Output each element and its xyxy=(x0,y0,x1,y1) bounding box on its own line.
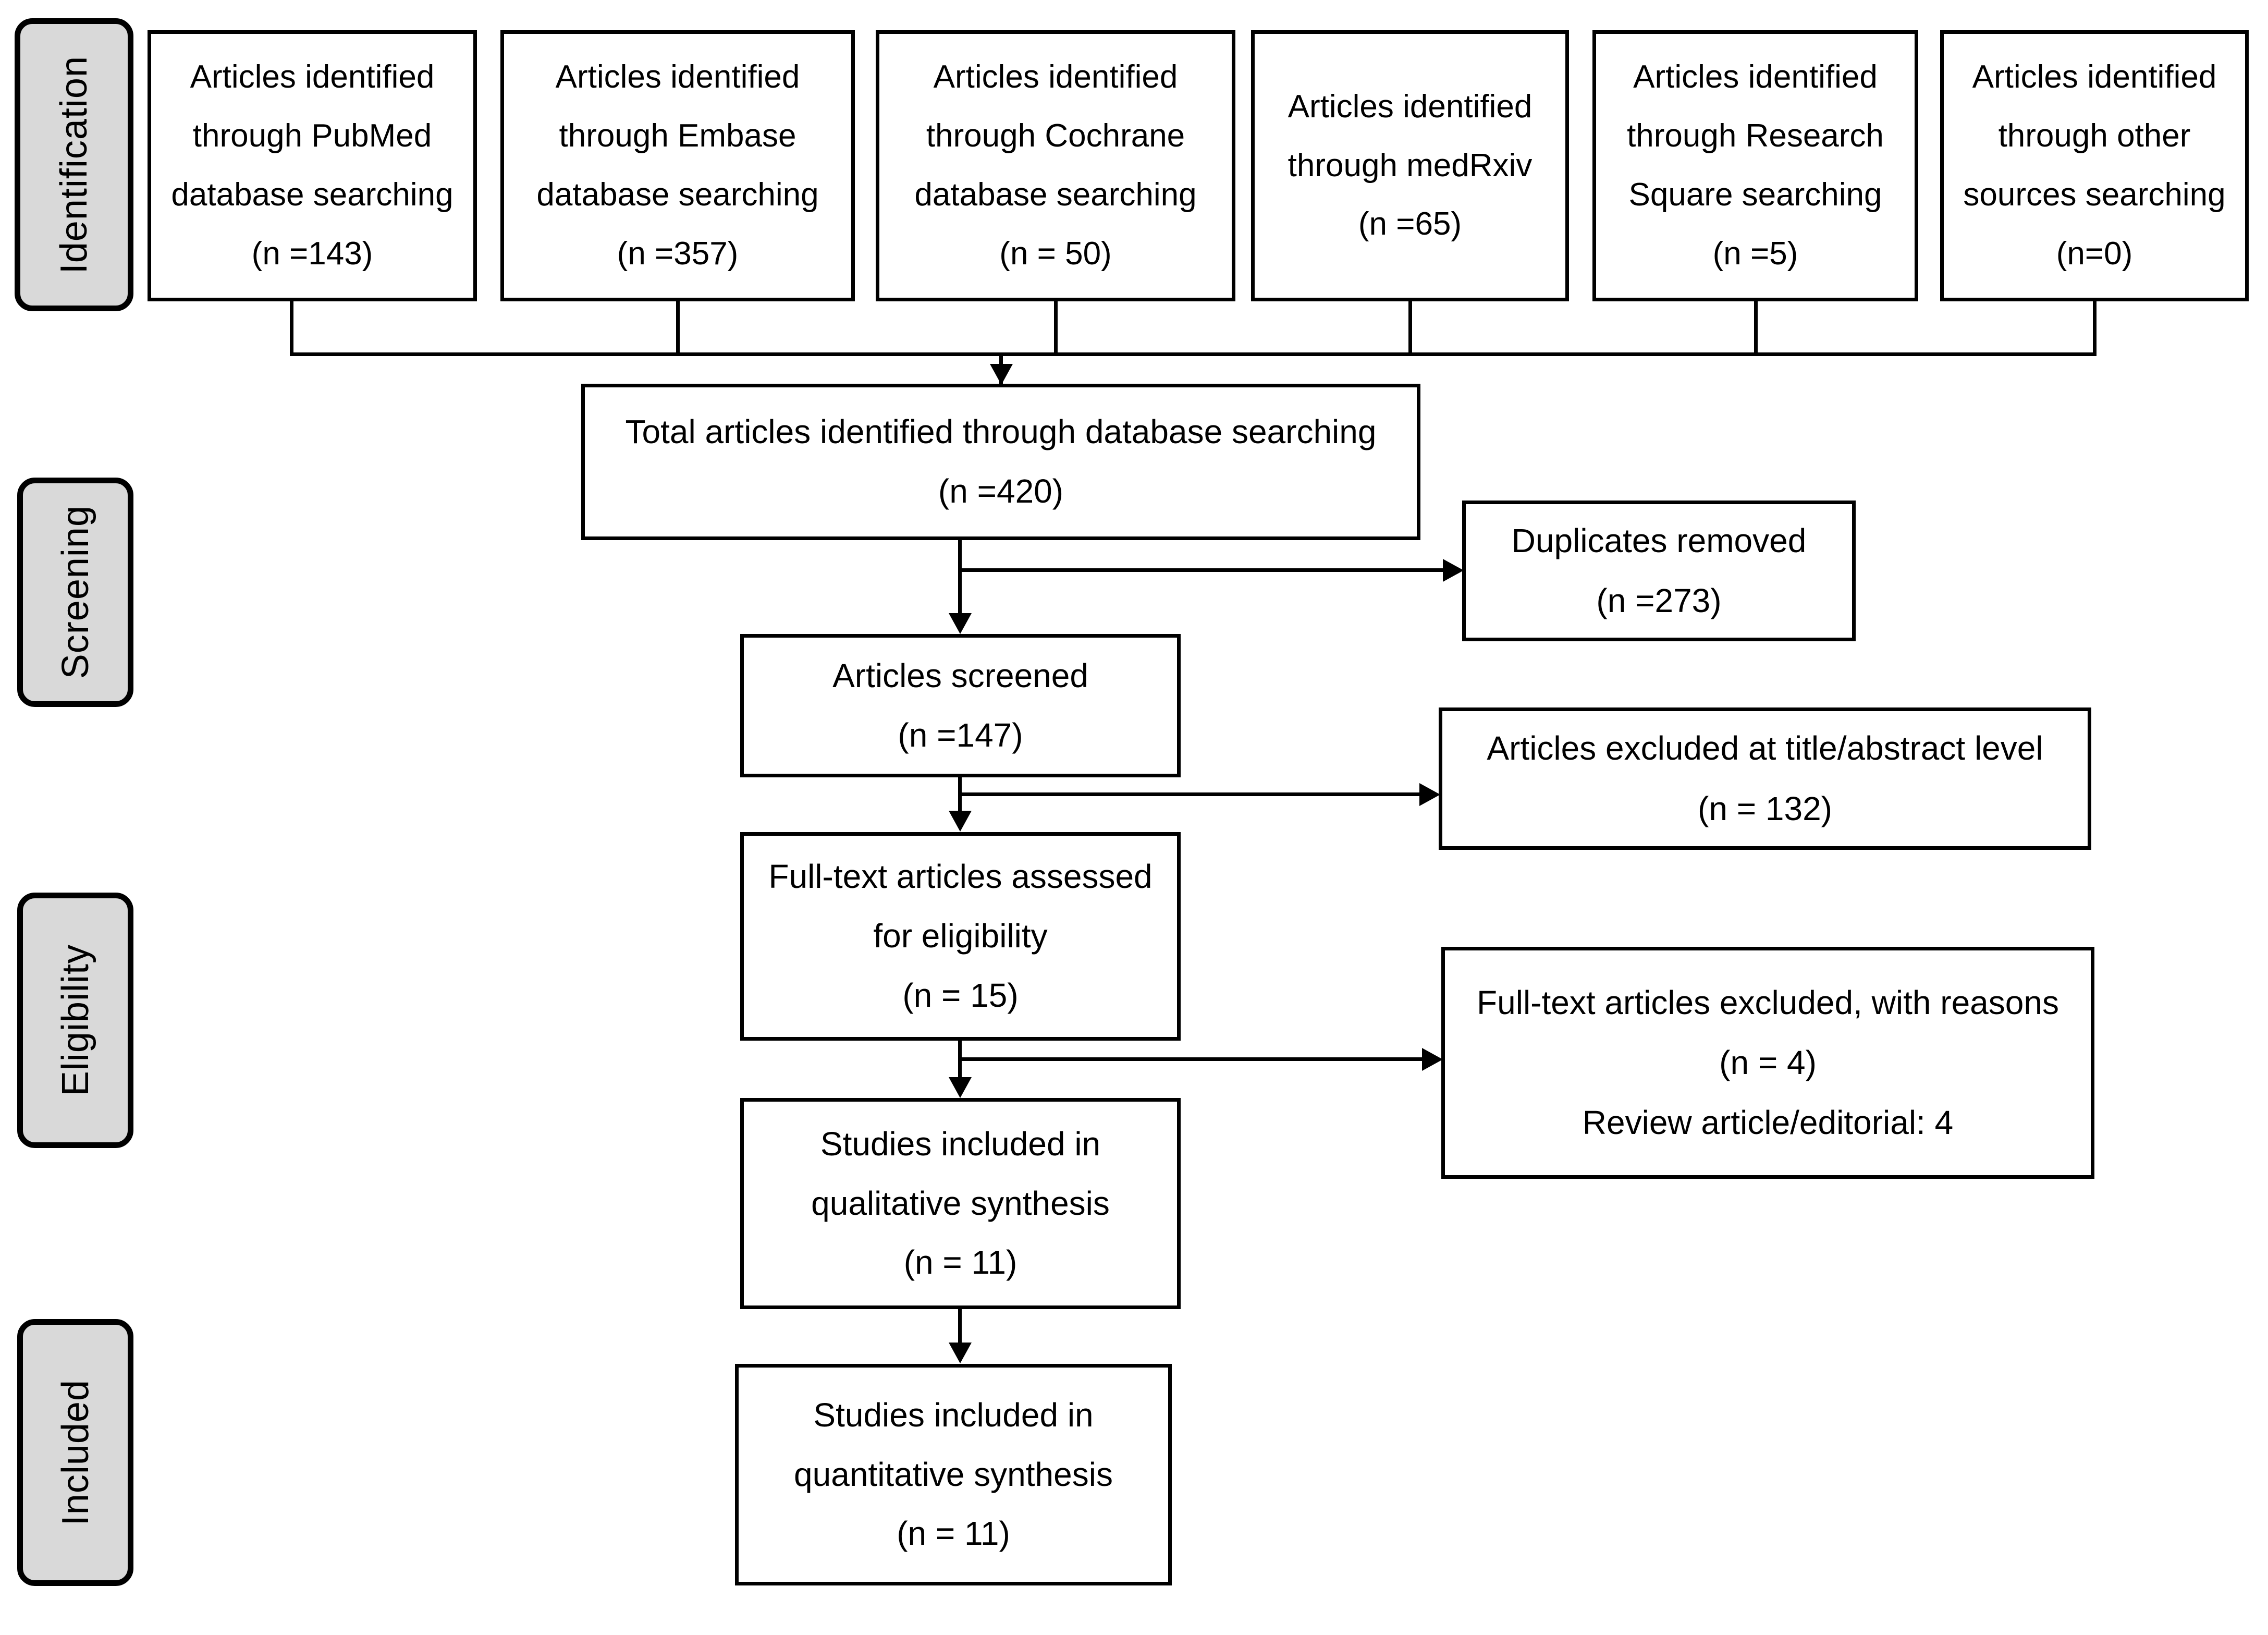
source-pubmed-line2: through PubMed xyxy=(192,118,432,154)
source-medrxiv-line2: through medRxiv xyxy=(1288,147,1533,184)
arrow-screened-to-excluded xyxy=(1419,783,1440,806)
connector-qualitative-to-quantitative xyxy=(958,1309,962,1343)
total-articles-line1: Total articles identified through databa… xyxy=(625,413,1377,451)
source-other-line2: through other xyxy=(1998,118,2191,154)
stage-pill-identification: Identification xyxy=(15,18,133,311)
fulltext-excluded-reason: Review article/editorial: 4 xyxy=(1582,1104,1954,1142)
source-medrxiv-line1: Articles identified xyxy=(1288,88,1533,125)
qualitative-synthesis-line2: qualitative synthesis xyxy=(811,1184,1110,1222)
qualitative-synthesis-count: (n = 11) xyxy=(903,1243,1017,1282)
arrow-total-to-screened xyxy=(949,613,972,634)
source-research-square-count: (n =5) xyxy=(1712,235,1798,272)
arrow-qualitative-to-quantitative xyxy=(949,1343,972,1363)
source-research-square-line1: Articles identified xyxy=(1633,59,1878,95)
source-embase-line3: database searching xyxy=(536,177,819,213)
source-embase-line1: Articles identified xyxy=(555,59,800,95)
source-pubmed-line1: Articles identified xyxy=(190,59,435,95)
stage-pill-screening: Screening xyxy=(17,478,133,707)
fulltext-assessed-line1: Full-text articles assessed xyxy=(768,858,1153,896)
quantitative-synthesis-box: Studies included in quantitative synthes… xyxy=(735,1364,1172,1585)
stage-label-included: Included xyxy=(54,1379,96,1526)
excluded-title-abstract-line1: Articles excluded at title/abstract leve… xyxy=(1487,729,2043,767)
connector-stub-medrxiv xyxy=(1408,301,1412,356)
source-box-research-square: Articles identified through Research Squ… xyxy=(1592,30,1918,301)
source-research-square-line2: through Research xyxy=(1627,118,1884,154)
total-articles-box: Total articles identified through databa… xyxy=(581,384,1420,540)
source-box-cochrane: Articles identified through Cochrane dat… xyxy=(876,30,1235,301)
connector-screened-to-excluded xyxy=(958,792,1419,796)
quantitative-synthesis-line1: Studies included in xyxy=(813,1396,1094,1434)
connector-stub-other xyxy=(2093,301,2097,356)
connector-total-to-screened xyxy=(958,540,962,613)
arrow-fulltext-to-qualitative xyxy=(949,1077,972,1098)
stage-label-screening: Screening xyxy=(54,505,96,679)
connector-fulltext-to-excluded xyxy=(958,1057,1422,1061)
excluded-title-abstract-count: (n = 132) xyxy=(1698,789,1832,827)
excluded-title-abstract-box: Articles excluded at title/abstract leve… xyxy=(1439,707,2091,850)
duplicates-removed-box: Duplicates removed (n =273) xyxy=(1462,501,1856,641)
fulltext-assessed-count: (n = 15) xyxy=(902,976,1019,1014)
articles-screened-count: (n =147) xyxy=(898,716,1023,754)
stage-label-identification: Identification xyxy=(53,55,95,274)
source-cochrane-count: (n = 50) xyxy=(999,235,1112,272)
arrow-fulltext-to-excluded xyxy=(1422,1048,1443,1071)
fulltext-excluded-line1: Full-text articles excluded, with reason… xyxy=(1477,983,2059,1021)
quantitative-synthesis-line2: quantitative synthesis xyxy=(794,1455,1113,1493)
source-cochrane-line3: database searching xyxy=(914,177,1197,213)
stage-pill-included: Included xyxy=(17,1319,133,1586)
arrow-manifold-to-total xyxy=(990,364,1013,385)
source-medrxiv-count: (n =65) xyxy=(1358,206,1462,242)
connector-total-to-duplicates xyxy=(958,568,1443,572)
arrow-screened-to-fulltext xyxy=(949,811,972,832)
connector-stub-research-square xyxy=(1754,301,1758,356)
source-embase-line2: through Embase xyxy=(559,118,796,154)
source-box-medrxiv: Articles identified through medRxiv (n =… xyxy=(1251,30,1569,301)
fulltext-excluded-box: Full-text articles excluded, with reason… xyxy=(1441,947,2094,1179)
source-pubmed-line3: database searching xyxy=(171,177,453,213)
duplicates-removed-line1: Duplicates removed xyxy=(1511,521,1807,559)
source-cochrane-line2: through Cochrane xyxy=(926,118,1185,154)
qualitative-synthesis-line1: Studies included in xyxy=(820,1125,1101,1163)
source-other-line3: sources searching xyxy=(1963,177,2226,213)
connector-stub-embase xyxy=(676,301,680,356)
source-research-square-line3: Square searching xyxy=(1628,177,1882,213)
qualitative-synthesis-box: Studies included in qualitative synthesi… xyxy=(740,1098,1181,1309)
quantitative-synthesis-count: (n = 11) xyxy=(897,1515,1010,1553)
source-box-embase: Articles identified through Embase datab… xyxy=(500,30,855,301)
source-other-count: (n=0) xyxy=(2056,235,2133,272)
connector-stub-cochrane xyxy=(1054,301,1058,356)
source-cochrane-line1: Articles identified xyxy=(933,59,1178,95)
stage-pill-eligibility: Eligibility xyxy=(17,893,133,1148)
source-box-other: Articles identified through other source… xyxy=(1940,30,2249,301)
connector-stub-pubmed xyxy=(290,301,293,356)
total-articles-count: (n =420) xyxy=(938,472,1064,510)
connector-bus-identification xyxy=(290,352,2097,356)
fulltext-assessed-box: Full-text articles assessed for eligibil… xyxy=(740,832,1181,1041)
duplicates-removed-count: (n =273) xyxy=(1596,582,1722,619)
articles-screened-box: Articles screened (n =147) xyxy=(740,634,1181,777)
source-pubmed-count: (n =143) xyxy=(251,235,373,272)
source-box-pubmed: Articles identified through PubMed datab… xyxy=(148,30,477,301)
fulltext-assessed-line2: for eligibility xyxy=(873,917,1048,955)
stage-label-eligibility: Eligibility xyxy=(54,944,96,1096)
fulltext-excluded-count: (n = 4) xyxy=(1719,1043,1817,1081)
arrow-total-to-duplicates xyxy=(1443,559,1464,582)
source-embase-count: (n =357) xyxy=(617,235,739,272)
source-other-line1: Articles identified xyxy=(1972,59,2217,95)
articles-screened-line1: Articles screened xyxy=(832,656,1088,694)
